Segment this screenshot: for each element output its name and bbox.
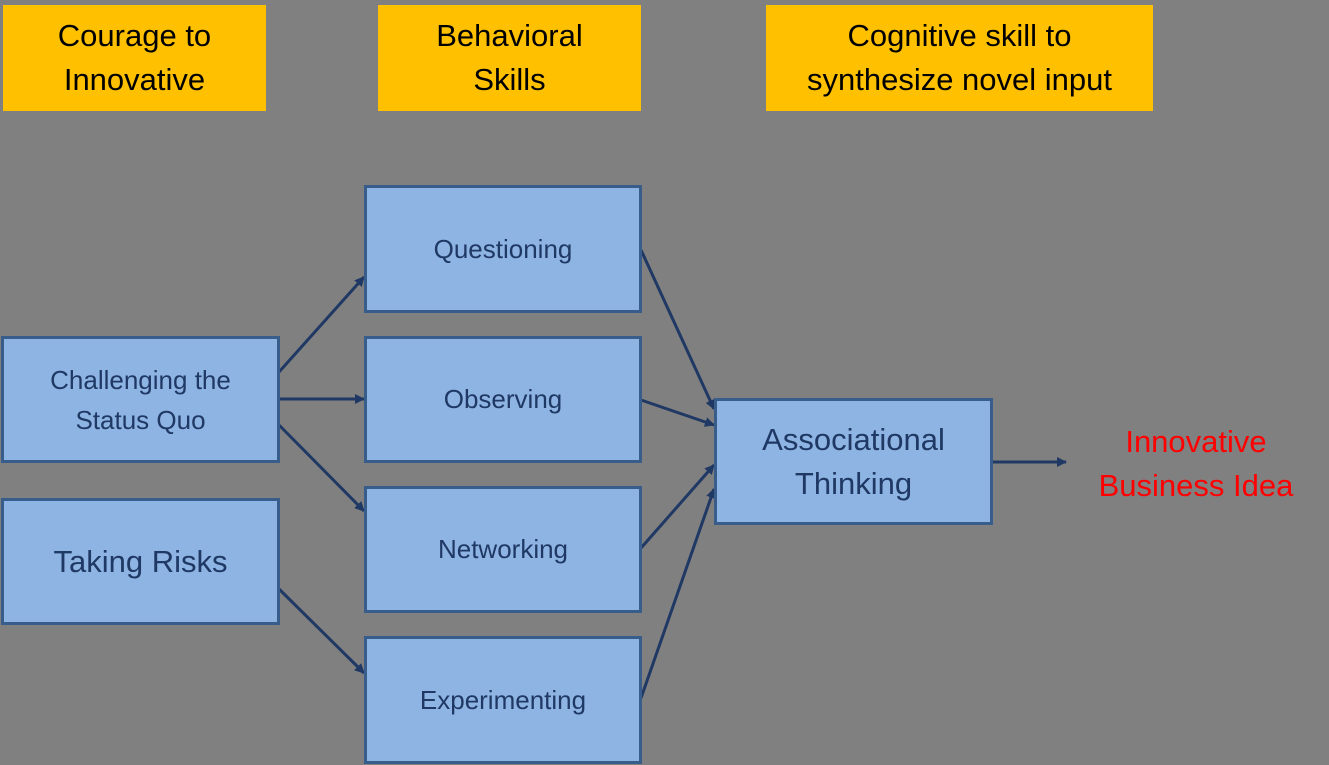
header-courage: Courage to Innovative — [3, 5, 266, 111]
arrow-risks-to-experimenting — [277, 587, 366, 675]
arrow-challenging-to-questioning — [277, 275, 366, 374]
header-behavioral-skills: Behavioral Skills — [378, 5, 641, 111]
arrow-networking-to-associational — [639, 464, 716, 549]
node-taking-risks: Taking Risks — [1, 498, 280, 625]
header-cognitive-skill: Cognitive skill to synthesize novel inpu… — [766, 5, 1153, 111]
node-observing: Observing — [364, 336, 642, 463]
node-associational-thinking: Associational Thinking — [714, 398, 993, 525]
arrow-challenging-to-networking — [277, 423, 366, 513]
outcome-innovative-business-idea: Innovative Business Idea — [1098, 424, 1294, 503]
arrow-experimenting-to-associational — [639, 488, 716, 699]
node-questioning: Questioning — [364, 185, 642, 313]
arrow-questioning-to-associational — [639, 249, 716, 410]
arrow-observing-to-associational — [640, 398, 715, 427]
node-networking: Networking — [364, 486, 642, 613]
node-experimenting: Experimenting — [364, 636, 642, 764]
node-challenging-status-quo: Challenging the Status Quo — [1, 336, 280, 463]
